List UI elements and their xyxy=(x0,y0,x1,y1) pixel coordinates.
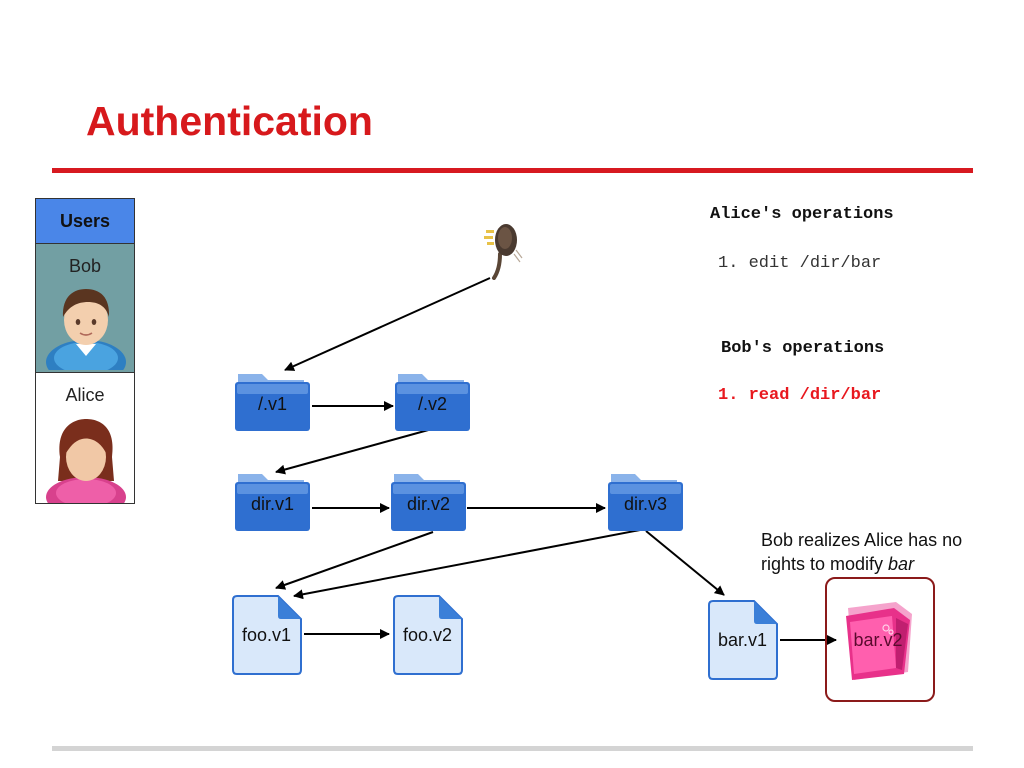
footer-rule xyxy=(52,746,973,751)
folder-node-root-v1[interactable]: /.v1 xyxy=(234,370,311,432)
alice-operation-item: 1. edit /dir/bar xyxy=(718,254,882,273)
user-row-alice: Alice xyxy=(36,373,134,503)
file-node-label: foo.v2 xyxy=(402,624,453,645)
folder-icon xyxy=(391,474,466,531)
slide-title: Authentication xyxy=(86,98,373,144)
users-table-header: Users xyxy=(36,199,134,244)
folder-node-label: dir.v2 xyxy=(406,493,451,514)
file-node-label: bar.v2 xyxy=(853,629,903,650)
file-node-label: bar.v1 xyxy=(717,629,768,650)
edge-root-pointer-to-root-v1 xyxy=(284,277,491,371)
note-emphasis: bar xyxy=(888,554,915,574)
folder-icon xyxy=(608,474,683,531)
bob-operation-item: 1. read /dir/bar xyxy=(718,386,882,405)
folder-node-dir-v1[interactable]: dir.v1 xyxy=(234,470,311,532)
title-underline xyxy=(52,168,973,173)
unauthorized-modification-highlight xyxy=(825,577,935,702)
cable-plug-icon xyxy=(484,224,523,280)
folder-node-label: dir.v1 xyxy=(250,493,295,514)
file-node-label: foo.v1 xyxy=(241,624,292,645)
user-name-bob: Bob xyxy=(68,256,102,276)
explanation-note: Bob realizes Alice has no rights to modi… xyxy=(761,528,1001,576)
user-name-alice: Alice xyxy=(65,385,105,405)
folder-node-label: dir.v3 xyxy=(623,493,668,514)
users-table: Users Bob Alice xyxy=(35,198,135,504)
folder-icon xyxy=(235,474,310,531)
file-node-bar-v1[interactable]: bar.v1 xyxy=(706,599,779,681)
file-node-foo-v1[interactable]: foo.v1 xyxy=(230,594,303,676)
folder-node-label: /.v2 xyxy=(417,393,447,414)
male-user-icon xyxy=(46,289,126,370)
bob-operations-title: Bob's operations xyxy=(721,339,885,358)
edge-dir-v2-to-foo-v1 xyxy=(275,531,434,590)
edge-dir-v3-to-bar-v1 xyxy=(645,530,725,596)
folder-node-dir-v3[interactable]: dir.v3 xyxy=(607,470,684,532)
alice-operations-title: Alice's operations xyxy=(710,205,894,224)
document-icon xyxy=(232,595,302,675)
document-icon xyxy=(393,595,463,675)
document-icon xyxy=(708,600,778,680)
pink-folder-icon xyxy=(846,602,912,680)
edge-dir-v3-to-foo-v1 xyxy=(293,529,641,600)
folder-node-label: /.v1 xyxy=(257,393,287,414)
edge-root-v2-to-dir-v1 xyxy=(275,428,433,475)
user-row-bob: Bob xyxy=(36,244,134,373)
female-user-icon xyxy=(46,419,126,503)
note-text: Bob realizes Alice has no rights to modi… xyxy=(761,530,963,574)
file-node-foo-v2[interactable]: foo.v2 xyxy=(391,594,464,676)
folder-icon xyxy=(395,374,470,431)
folder-node-root-v2[interactable]: /.v2 xyxy=(394,370,471,432)
folder-icon xyxy=(235,374,310,431)
file-node-bar-v2[interactable]: bar.v2 xyxy=(838,598,918,682)
folder-node-dir-v2[interactable]: dir.v2 xyxy=(390,470,467,532)
